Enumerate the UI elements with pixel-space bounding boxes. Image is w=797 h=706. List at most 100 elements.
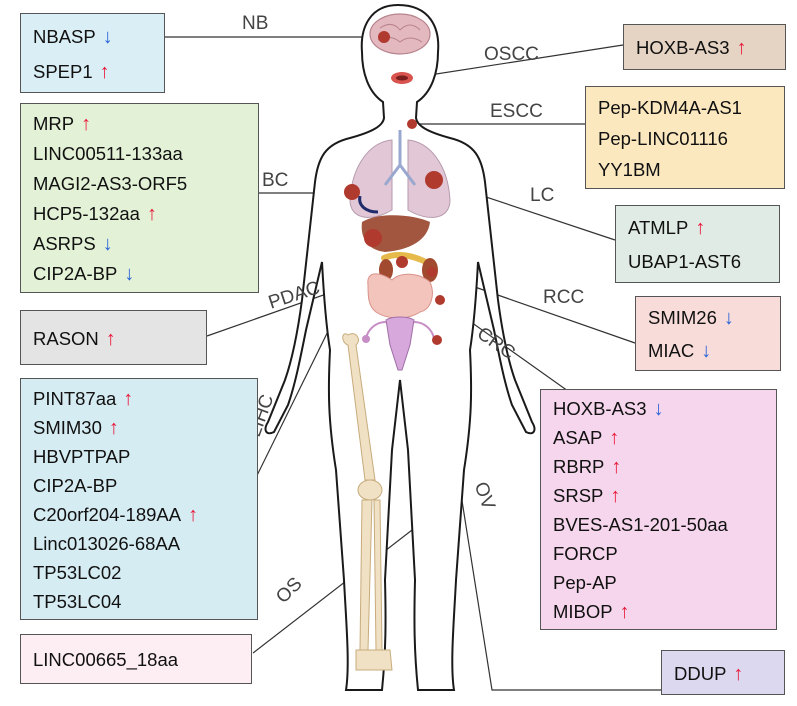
bc-peptide-item: HCP5-132aa↑: [33, 199, 157, 229]
bc-peptide-item: MAGI2-AS3-ORF5: [33, 169, 187, 199]
label-lc: LC: [530, 185, 555, 206]
bc-peptide-item: ASRPS↓: [33, 229, 113, 259]
up-arrow-icon: ↑: [611, 456, 622, 479]
label-bc: BC: [262, 170, 289, 191]
esophagus-node: [407, 119, 417, 129]
pdac-peptide-box: RASON ↑: [20, 310, 207, 365]
lihc-peptide-item: TP53LC04: [33, 587, 121, 616]
ov-peptide-box: DDUP ↑: [661, 650, 785, 695]
bc-peptide-item: CIP2A-BP↓: [33, 259, 134, 289]
os-peptide-box: LINC00665_18aa: [20, 634, 252, 684]
crc-peptide-item: BVES-AS1-201-50aa: [553, 511, 728, 540]
crc-peptide-item: Pep-AP: [553, 568, 617, 597]
lihc-peptide-name: HBVPTPAP: [33, 445, 131, 467]
bc-peptide-item: MRP ↑: [33, 109, 91, 139]
escc-peptide-item: Pep-KDM4A-AS1: [598, 92, 742, 123]
nb-peptide-name: NBASP: [33, 25, 96, 47]
escc-peptide-item: Pep-LINC01116: [598, 123, 728, 154]
rcc-peptide-box: SMIM26↓ MIAC ↓: [635, 296, 781, 371]
escc-peptide-name: YY1BM: [598, 158, 661, 180]
down-arrow-icon: ↓: [653, 398, 664, 421]
crc-peptide-name: BVES-AS1-201-50aa: [553, 513, 728, 535]
nb-peptide-item: NBASP ↓: [33, 19, 113, 54]
down-arrow-icon: ↓: [124, 263, 135, 285]
lihc-peptide-box: PINT87aa ↑ SMIM30 ↑ HBVPTPAP CIP2A-BP C20orf20…: [20, 378, 258, 620]
crc-peptide-name: FORCP: [553, 542, 618, 564]
rcc-peptide-item: MIAC ↓: [648, 335, 711, 368]
lihc-peptide-item: HBVPTPAP: [33, 442, 130, 471]
oscc-connector: [403, 44, 624, 80]
lihc-peptide-name: Linc013026-68AA: [33, 532, 181, 554]
lihc-peptide-item: TP53LC02: [33, 558, 121, 587]
up-arrow-icon: ↑: [99, 60, 110, 83]
uterus-icon: [362, 316, 442, 371]
lihc-peptide-name: SMIM30: [33, 416, 102, 438]
down-arrow-icon: ↓: [102, 25, 113, 48]
oscc-peptide-box: HOXB-AS3↑: [623, 24, 786, 70]
down-arrow-icon: ↓: [701, 339, 712, 362]
crc-peptide-item: HOXB-AS3 ↓: [553, 395, 664, 424]
lungs-icon: [344, 130, 451, 218]
ov-peptide-name: DDUP: [674, 662, 727, 684]
up-arrow-icon: ↑: [733, 662, 744, 685]
escc-peptide-item: YY1BM: [598, 154, 661, 185]
up-arrow-icon: ↑: [105, 327, 116, 350]
label-oscc: OSCC: [484, 44, 539, 65]
nb-peptide-box: NBASP ↓ SPEP1↑: [20, 13, 165, 93]
oscc-peptide-item: HOXB-AS3↑: [636, 30, 747, 66]
crc-peptide-item: SRSP ↑: [553, 482, 620, 511]
crc-peptide-name: RBRP: [553, 456, 605, 478]
crc-peptide-name: HOXB-AS3: [553, 398, 647, 420]
lihc-peptide-item: Linc013026-68AA: [33, 529, 180, 558]
escc-peptide-name: Pep-LINC01116: [598, 127, 728, 149]
lc-peptide-item: UBAP1-AST6: [628, 245, 741, 279]
crc-peptide-item: ASAP↑: [553, 424, 619, 453]
lihc-peptide-name: TP53LC04: [33, 590, 122, 612]
up-arrow-icon: ↑: [108, 416, 119, 439]
oscc-peptide-name: HOXB-AS3: [636, 37, 730, 58]
up-arrow-icon: ↑: [188, 503, 199, 526]
brain-icon: [369, 13, 431, 55]
up-arrow-icon: ↑: [695, 217, 706, 239]
rcc-peptide-name: MIAC: [648, 339, 695, 361]
lihc-peptide-name: TP53LC02: [33, 561, 122, 583]
crc-peptide-item: RBRP ↑: [553, 453, 621, 482]
ov-peptide-item: DDUP ↑: [674, 656, 743, 691]
up-arrow-icon: ↑: [123, 387, 134, 410]
lihc-peptide-name: C20orf204-189AA: [33, 503, 182, 525]
bc-peptide-item: LINC00511-133aa: [33, 139, 183, 169]
nb-peptide-item: SPEP1↑: [33, 54, 110, 89]
pdac-peptide-name: RASON: [33, 327, 99, 349]
crc-peptide-name: ASAP: [553, 427, 603, 449]
lihc-peptide-item: PINT87aa ↑: [33, 384, 133, 413]
bc-peptide-name: MRP: [33, 113, 75, 134]
os-peptide-item: LINC00665_18aa: [33, 640, 178, 680]
down-arrow-icon: ↓: [102, 233, 113, 255]
up-arrow-icon: ↑: [81, 113, 92, 135]
escc-peptide-name: Pep-KDM4A-AS1: [598, 96, 742, 118]
lihc-peptide-name: CIP2A-BP: [33, 474, 118, 496]
lihc-peptide-name: PINT87aa: [33, 387, 117, 409]
label-rcc: RCC: [543, 287, 585, 308]
pdac-peptide-item: RASON ↑: [33, 316, 116, 361]
crc-peptide-item: FORCP: [553, 539, 618, 568]
lc-peptide-box: ATMLP ↑ UBAP1-AST6: [615, 205, 780, 283]
crc-peptide-name: SRSP: [553, 485, 604, 507]
up-arrow-icon: ↑: [610, 485, 621, 508]
rcc-peptide-item: SMIM26↓: [648, 302, 734, 335]
crc-peptide-name: MIBOP: [553, 600, 613, 622]
intestines-icon: [367, 273, 445, 319]
lc-peptide-item: ATMLP ↑: [628, 211, 705, 245]
bc-peptide-name: LINC00511-133aa: [33, 143, 183, 164]
lc-peptide-name: UBAP1-AST6: [628, 251, 742, 272]
lihc-peptide-item: C20orf204-189AA ↑: [33, 500, 198, 529]
crc-peptide-box: HOXB-AS3↓ASAP↑RBRP↑SRSP↑BVES-AS1-201-50a…: [540, 389, 777, 630]
crc-peptide-name: Pep-AP: [553, 571, 617, 593]
lc-peptide-name: ATMLP: [628, 217, 689, 238]
mouth-icon: [391, 72, 413, 84]
lihc-peptide-item: CIP2A-BP: [33, 471, 117, 500]
up-arrow-icon: ↑: [146, 203, 157, 225]
label-nb: NB: [242, 13, 269, 34]
